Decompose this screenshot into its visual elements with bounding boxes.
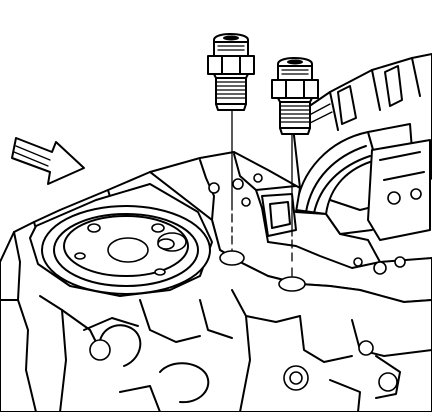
bearing-saddle bbox=[295, 123, 431, 241]
arrow-icon bbox=[11, 137, 85, 185]
flange-plate bbox=[29, 183, 213, 297]
plug-icon bbox=[271, 57, 319, 135]
installation-guides bbox=[219, 109, 306, 292]
plug-icon bbox=[207, 33, 255, 111]
